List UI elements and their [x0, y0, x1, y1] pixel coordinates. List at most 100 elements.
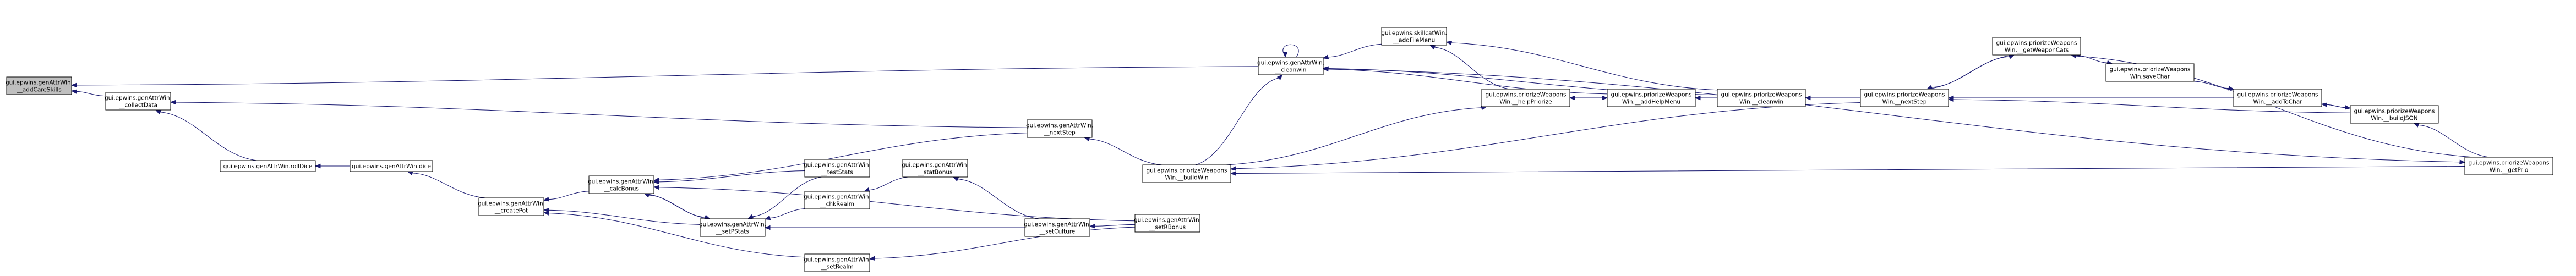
edge-n13-to-n5 [653, 133, 1028, 183]
arrowhead [2459, 159, 2466, 164]
graph-node-n0[interactable]: gui.epwins.genAttrWin.__addCareSkills [6, 76, 73, 95]
node-label-line: __nextStep [1043, 130, 1076, 136]
graph-node-n8[interactable]: gui.epwins.genAttrWin.__testStats [804, 159, 871, 178]
edge-n13-to-n1 [170, 100, 1028, 128]
edge-line [1235, 166, 2465, 174]
edge-n20-to-n19 [1804, 95, 1860, 101]
node-layer: gui.epwins.genAttrWin.__addCareSkillsgui… [6, 27, 2553, 272]
node-label-line: gui.epwins.genAttrWin. [1134, 217, 1201, 224]
graph-node-n17[interactable]: gui.epwins.priorizeWeaponsWin.__helpPrio… [1481, 89, 1570, 107]
node-label-line: Win.__getPrio [2490, 167, 2529, 174]
graph-node-n23[interactable]: gui.epwins.priorizeWeaponsWin.__addToCha… [2233, 89, 2322, 107]
node-label-line: Win.saveChar [2130, 74, 2170, 80]
arrowhead [70, 82, 77, 88]
node-label-line: gui.epwins.genAttrWin. [804, 162, 871, 169]
arrowhead [1089, 224, 1095, 229]
arrowhead [2321, 102, 2327, 107]
arrowhead [952, 176, 959, 181]
node-label-line: __cleanwin [1275, 67, 1307, 74]
edge-n11-to-n10 [952, 176, 1040, 219]
edge-line [174, 102, 1028, 128]
graph-node-n24[interactable]: gui.epwins.priorizeWeaponsWin.__buildJSO… [2350, 105, 2439, 124]
graph-node-n6[interactable]: gui.epwins.genAttrWin.__setPStats [699, 218, 766, 237]
edge-line [1226, 107, 1482, 165]
edge-line [874, 227, 1136, 259]
node-label-line: __setRealm [820, 264, 853, 271]
node-label-line: gui.epwins.skillcatWin. [1381, 30, 1447, 37]
graph-node-n7[interactable]: gui.epwins.genAttrWin.__setRealm [804, 253, 871, 272]
edge-line [658, 133, 1028, 180]
node-label-line: gui.epwins.priorizeWeapons [1485, 92, 1566, 98]
arrowhead [704, 214, 711, 219]
graph-node-n5[interactable]: gui.epwins.genAttrWin.__calcBonus [588, 175, 655, 194]
edge-n5-to-n6 [644, 193, 711, 219]
node-label-line: __setPStats [716, 229, 749, 235]
graph-node-n9[interactable]: gui.epwins.genAttrWin.__chkRealm [804, 191, 871, 209]
node-label-line: gui.epwins.genAttrWin. [699, 222, 766, 228]
node-box [902, 159, 968, 178]
node-box [804, 253, 870, 272]
node-label-line: __createPot [494, 208, 528, 214]
edge-n25-to-n16 [1230, 166, 2465, 176]
arrowhead [653, 185, 659, 190]
node-box [1024, 218, 1090, 237]
edge-line [957, 179, 1040, 219]
graph-node-n15[interactable]: gui.epwins.skillcatWin.__addFileMenu [1381, 27, 1447, 46]
graph-node-n12[interactable]: gui.epwins.genAttrWin.__setRBonus [1134, 214, 1201, 233]
edge-n19-to-n15 [1445, 40, 1718, 91]
node-box [2350, 105, 2439, 124]
edge-n20-to-n21 [1926, 54, 2015, 90]
arrowhead [543, 211, 550, 216]
arrowhead [2228, 86, 2235, 91]
edge-n23-to-n24 [2321, 103, 2351, 110]
edge-line [648, 195, 710, 219]
edge-line [1323, 68, 2461, 163]
graph-node-n14[interactable]: gui.epwins.genAttrWin.__cleanwin [1257, 57, 1324, 75]
node-box [6, 76, 72, 95]
graph-node-n13[interactable]: gui.epwins.genAttrWin.__nextStep [1026, 119, 1093, 138]
node-label-line: gui.epwins.genAttrWin. [588, 179, 655, 185]
graph-node-n1[interactable]: gui.epwins.genAttrWin.__collectData [105, 92, 172, 111]
arrowhead [1230, 166, 1236, 171]
edge-line [868, 176, 908, 190]
graph-node-n11[interactable]: gui.epwins.genAttrWin.__setCulture [1024, 218, 1091, 237]
node-box [1134, 214, 1200, 233]
node-box [2233, 89, 2322, 107]
arrowhead [543, 208, 549, 213]
graph-node-n4[interactable]: gui.epwins.genAttrWin.__createPot [478, 197, 545, 216]
edge-n24-to-n20 [1947, 97, 2351, 113]
node-label-line: gui.epwins.genAttrWin.rollDice [223, 163, 313, 170]
graph-node-n2[interactable]: gui.epwins.genAttrWin.rollDice [220, 160, 316, 172]
arrowhead [1322, 54, 1329, 59]
arrowhead [1947, 97, 1954, 102]
graph-node-n21[interactable]: gui.epwins.priorizeWeaponsWin.__getWeapo… [1992, 37, 2081, 56]
edge-line [1952, 99, 2351, 113]
arrowhead [1429, 45, 1436, 50]
edge-line [1282, 44, 1299, 58]
edge-n12-to-n5 [653, 185, 1136, 222]
graph-node-n10[interactable]: gui.epwins.genAttrWin.__statBonus [902, 159, 969, 178]
edge-n11-to-n6 [764, 225, 1025, 230]
edge-line [1327, 43, 1382, 58]
node-box [1381, 27, 1447, 46]
edge-line [1931, 54, 2015, 88]
graph-node-n3[interactable]: gui.epwins.genAttrWin.dice [350, 160, 433, 172]
node-label-line: __collectData [118, 102, 157, 109]
edge-line [1094, 224, 1136, 227]
arrowhead [869, 256, 875, 261]
node-label-line: gui.epwins.genAttrWin. [902, 162, 969, 169]
arrowhead [407, 171, 413, 176]
graph-node-n18[interactable]: gui.epwins.priorizeWeaponsWin.__addHelpM… [1607, 89, 1696, 107]
node-box [1258, 57, 1324, 75]
edge-n8-to-n5 [653, 170, 805, 184]
arrowhead [653, 178, 659, 183]
edge-line [1235, 102, 1861, 169]
edge-n3-to-n2 [314, 163, 350, 169]
edge-line [752, 176, 822, 217]
